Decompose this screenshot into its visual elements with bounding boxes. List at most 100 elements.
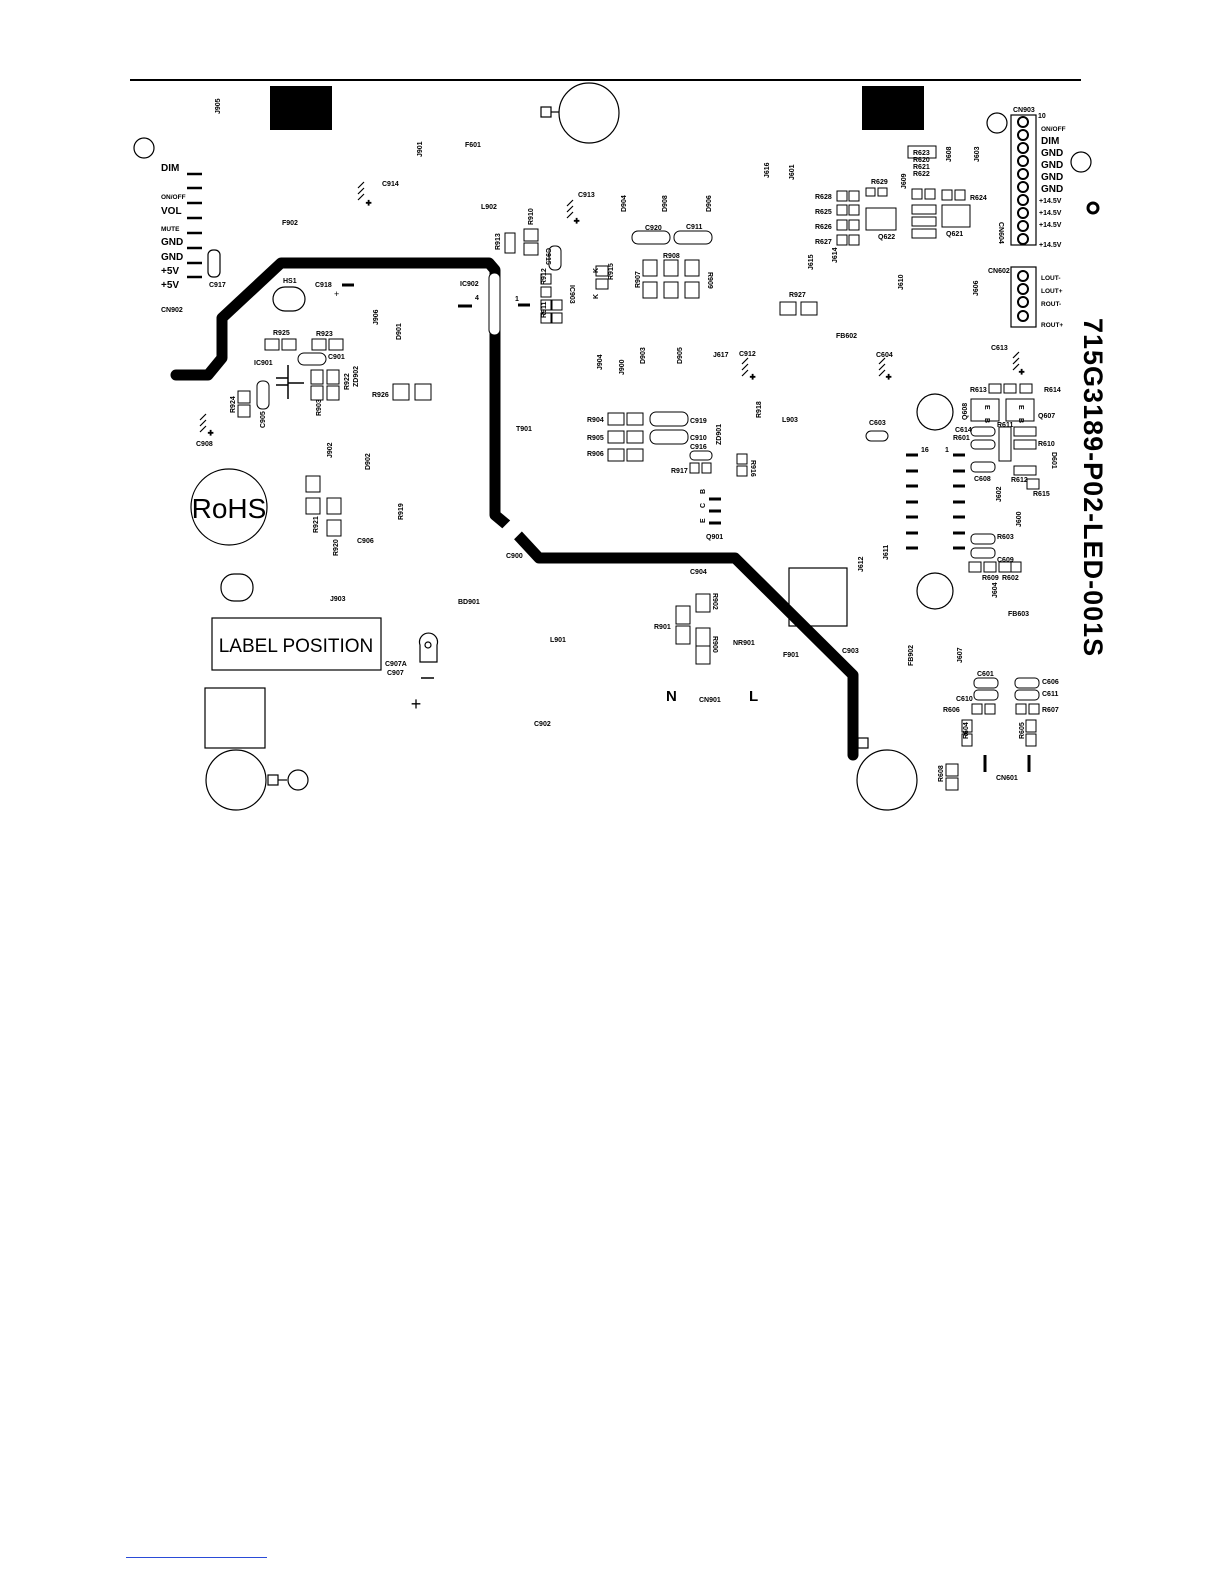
ref-r919: R919 — [398, 503, 405, 520]
ref-r913: R913 — [495, 233, 502, 250]
ref-j615: J615 — [808, 254, 815, 270]
ref-c914: C914 — [382, 181, 399, 188]
ref-hs1: HS1 — [283, 278, 297, 285]
ref-r901: R901 — [654, 624, 671, 631]
ref-j604: J604 — [992, 582, 999, 598]
ref-c907a: C907A — [385, 661, 407, 668]
cn903-pin-14v5: +14.5V — [1039, 210, 1062, 217]
ref-r615: R615 — [1033, 491, 1050, 498]
cn903-pin-14v5: +14.5V — [1039, 242, 1062, 249]
ref-q622: Q622 — [878, 234, 895, 241]
ref-c603: C603 — [869, 420, 886, 427]
ref-c901: C901 — [328, 354, 345, 361]
ref-r916: R916 — [749, 460, 756, 477]
cn902-pin-gnd: GND — [161, 237, 183, 248]
ref-l901: L901 — [550, 637, 566, 644]
polarized-cap-icon: + — [741, 357, 756, 383]
isolation-boundary — [170, 257, 859, 761]
ref-r612: R612 — [1011, 477, 1028, 484]
ref-r605: R605 — [1019, 722, 1026, 739]
ref-r610: R610 — [1038, 441, 1055, 448]
polarized-cap-icon: + — [357, 181, 372, 209]
screw-icon — [540, 106, 559, 118]
ref-r903: R903 — [316, 399, 323, 416]
ref-r926: R926 — [372, 392, 389, 399]
ref-r925: R925 — [273, 330, 290, 337]
ref-c908: C908 — [196, 441, 213, 448]
ref-c904: C904 — [690, 569, 707, 576]
ref-r613: R613 — [970, 387, 987, 394]
ref-l902: L902 — [481, 204, 497, 211]
ref-fb602: FB602 — [836, 333, 857, 340]
ref-c606: C606 — [1042, 679, 1059, 686]
polarized-cap-icon: + — [566, 199, 580, 227]
ic902-pin-label: 1 — [515, 296, 519, 303]
ref-j901: J901 — [417, 141, 424, 157]
ref-j610: J610 — [898, 274, 905, 290]
polarized-cap-icon: + — [199, 413, 214, 439]
cn902-pin-5v: +5V — [161, 280, 179, 291]
rohs-text: RoHS — [192, 493, 267, 524]
ref-j609: J609 — [901, 173, 908, 189]
ref-c601: C601 — [977, 671, 994, 678]
cn903-pin-onoff: ON/OFF — [1041, 126, 1066, 133]
pin-markers: 1 4 16 1 E C B K K B E B E — [475, 268, 1024, 523]
ref-r623: R623 — [913, 150, 930, 157]
cn903-pin-gnd: GND — [1041, 160, 1063, 171]
ref-r912: R912 — [541, 268, 548, 285]
screw-icon — [267, 774, 287, 786]
ref-r922: R922 — [344, 373, 351, 390]
cn903-pin-gnd: GND — [1041, 148, 1063, 159]
q901-pin-e: E — [700, 518, 707, 523]
ref-c611: C611 — [1042, 691, 1058, 698]
ref-ic901: IC901 — [254, 360, 273, 367]
cn903-pin-gnd: GND — [1041, 184, 1063, 195]
cn602-pin-rout-pos: ROUT+ — [1041, 322, 1063, 329]
ref-r915: R915 — [608, 263, 615, 280]
c907-plus: + — [411, 694, 422, 714]
mains-connector: CN901 — [699, 697, 721, 704]
cn903-pin-14v5: +14.5V — [1039, 222, 1062, 229]
ref-c917: C917 — [209, 282, 226, 289]
ref-r608: R608 — [938, 765, 945, 782]
ref-c604: C604 — [876, 352, 893, 359]
ref-r920: R920 — [333, 539, 340, 556]
ref-q607: Q607 — [1038, 413, 1055, 420]
cn903-pin-one: 10 — [1038, 113, 1046, 120]
cn902-ref: CN902 — [161, 307, 183, 314]
cn903-ref: CN903 — [1013, 107, 1035, 114]
ref-r628: R628 — [815, 194, 832, 201]
ref-c613: C613 — [991, 345, 1008, 352]
via-ring-top-right — [986, 112, 1008, 134]
ref-j617: J617 — [713, 352, 729, 359]
cn903-pin-gnd: GND — [1041, 172, 1063, 183]
ref-j906: J906 — [373, 309, 380, 325]
rounded-pad — [220, 573, 254, 602]
ref-c906: C906 — [357, 538, 374, 545]
ref-r604: R604 — [963, 722, 970, 739]
d-pin-k: K — [593, 294, 600, 299]
screw-icon — [857, 737, 869, 749]
q901-pin-c: C — [700, 503, 707, 508]
ref-j904: J904 — [597, 354, 604, 370]
ref-d904: D904 — [621, 195, 628, 212]
ref-r921: R921 — [313, 516, 320, 533]
ref-r614: R614 — [1044, 387, 1061, 394]
ref-bd901: BD901 — [458, 599, 480, 606]
ref-r627: R627 — [815, 239, 832, 246]
c907-keyhole — [418, 632, 439, 663]
ref-j611: J611 — [883, 545, 890, 560]
ref-d903: D903 — [640, 347, 647, 364]
ref-r902: R902 — [711, 593, 718, 610]
ref-r625: R625 — [815, 209, 832, 216]
designator-labels: J905 J901 F601 C914 L902 C913 D904 D908 … — [196, 98, 1061, 782]
c918-plus: + — [334, 289, 339, 299]
ref-c610: C610 — [956, 696, 973, 703]
ref-r906: R906 — [587, 451, 604, 458]
ic601-pin-label: 1 — [945, 447, 949, 454]
ref-r626: R626 — [815, 224, 832, 231]
ref-c911: C911 — [686, 224, 702, 231]
q608-pin-e: E — [983, 405, 990, 410]
mount-hole-bottom-left — [205, 749, 267, 811]
